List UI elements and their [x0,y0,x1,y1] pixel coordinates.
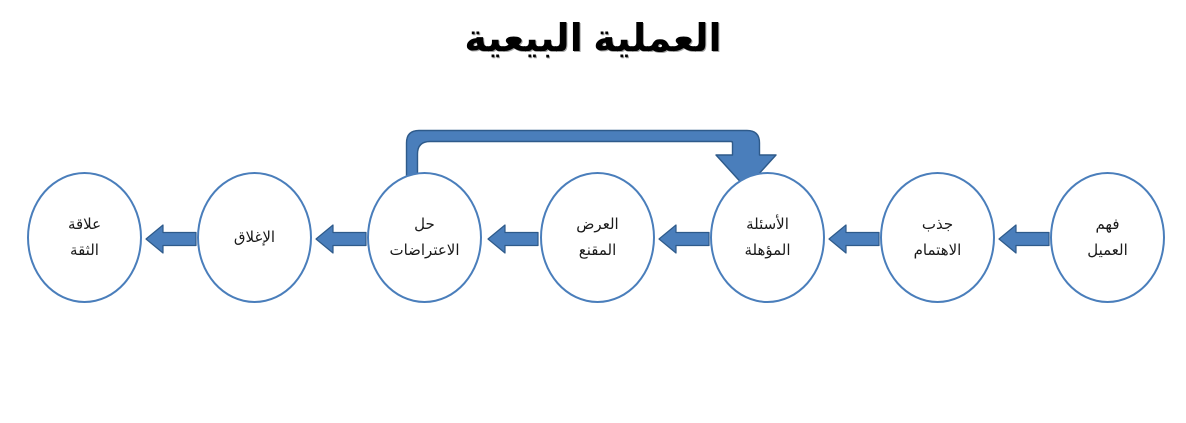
flow-arrow-icon-1 [998,222,1050,256]
flow-arrow-icon-4 [487,222,539,256]
stage-label-closing: الإغلاق [233,228,276,246]
flow-arrow-icon-3 [658,222,710,256]
flow-arrow-icon-6 [145,222,197,256]
stage-node-closing[interactable]: الإغلاق [197,172,312,303]
stage-label-attract-attention: جذب الاهتمام [913,215,962,259]
stage-label-trust-relationship: علاقة الثقة [67,215,102,259]
stage-node-understanding-customer[interactable]: فهم العميل [1050,172,1165,303]
stage-label-understanding-customer: فهم العميل [1087,215,1128,259]
stage-node-attract-attention[interactable]: جذب الاهتمام [880,172,995,303]
stage-node-handle-objections[interactable]: حل الاعتراضات [367,172,482,303]
stage-node-persuasive-presentation[interactable]: العرض المقنع [540,172,655,303]
flow-arrow-icon-2 [828,222,880,256]
process-stage-row: فهم العميل جذب الاهتمام الأسئلة المؤهلة [0,172,1186,306]
flow-arrow-icon-5 [315,222,367,256]
stage-label-persuasive-presentation: العرض المقنع [576,215,619,259]
stage-label-qualifying-questions: الأسئلة المؤهلة [744,215,791,259]
page-title: العملية البيعية [464,18,722,60]
stage-label-handle-objections: حل الاعتراضات [389,215,460,259]
stage-node-trust-relationship[interactable]: علاقة الثقة [27,172,142,303]
stage-node-qualifying-questions[interactable]: الأسئلة المؤهلة [710,172,825,303]
